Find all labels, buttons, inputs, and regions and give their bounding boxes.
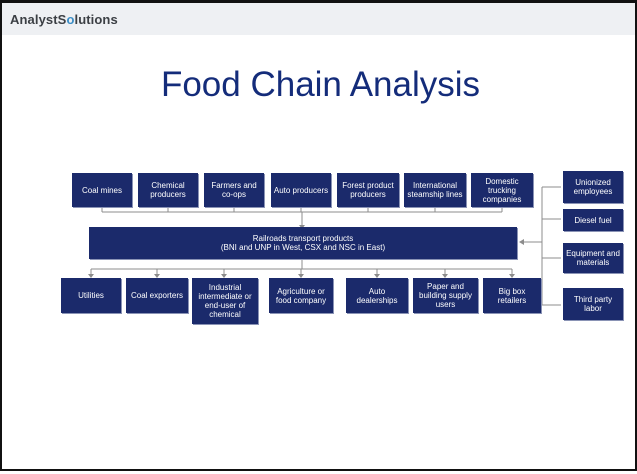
input-third-party-labor: Third party labor xyxy=(563,288,623,320)
supplier-farmers-and-co-ops: Farmers and co-ops xyxy=(204,173,264,207)
input-unionized-employees: Unionized employees xyxy=(563,171,623,203)
railroads-line-1: Railroads transport products xyxy=(252,234,354,243)
input-equipment-and-materials: Equipment and materials xyxy=(563,243,623,273)
supplier-domestic-trucking-companies: Domestic trucking companies xyxy=(471,173,533,207)
supplier-chemical-producers: Chemical producers xyxy=(138,173,198,207)
analystsolutions-logo: AnalystSolutions xyxy=(10,12,118,27)
customer-coal-exporters: Coal exporters xyxy=(126,278,188,313)
customer-utilities: Utilities xyxy=(61,278,121,313)
header-band xyxy=(2,3,635,35)
supplier-forest-product-producers: Forest product producers xyxy=(337,173,399,207)
customer-auto-dealerships: Auto dealerships xyxy=(346,278,408,313)
customer-agriculture-food-company: Agriculture or food company xyxy=(269,278,333,313)
customer-industrial-end-user: Industrial intermediate or end-user of c… xyxy=(192,278,258,324)
supplier-auto-producers: Auto producers xyxy=(271,173,331,207)
supplier-coal-mines: Coal mines xyxy=(72,173,132,207)
connector-lines xyxy=(88,186,561,306)
slide-title: Food Chain Analysis xyxy=(160,65,481,104)
supplier-international-steamship-lines: International steamship lines xyxy=(404,173,466,207)
railroads-bar: Railroads transport products (BNI and UN… xyxy=(89,227,517,259)
railroads-line-2: (BNI and UNP in West, CSX and NSC in Eas… xyxy=(220,243,386,252)
input-diesel-fuel: Diesel fuel xyxy=(563,209,623,231)
customer-paper-building-supply: Paper and building supply users xyxy=(413,278,478,313)
customer-big-box-retailers: Big box retailers xyxy=(483,278,541,313)
